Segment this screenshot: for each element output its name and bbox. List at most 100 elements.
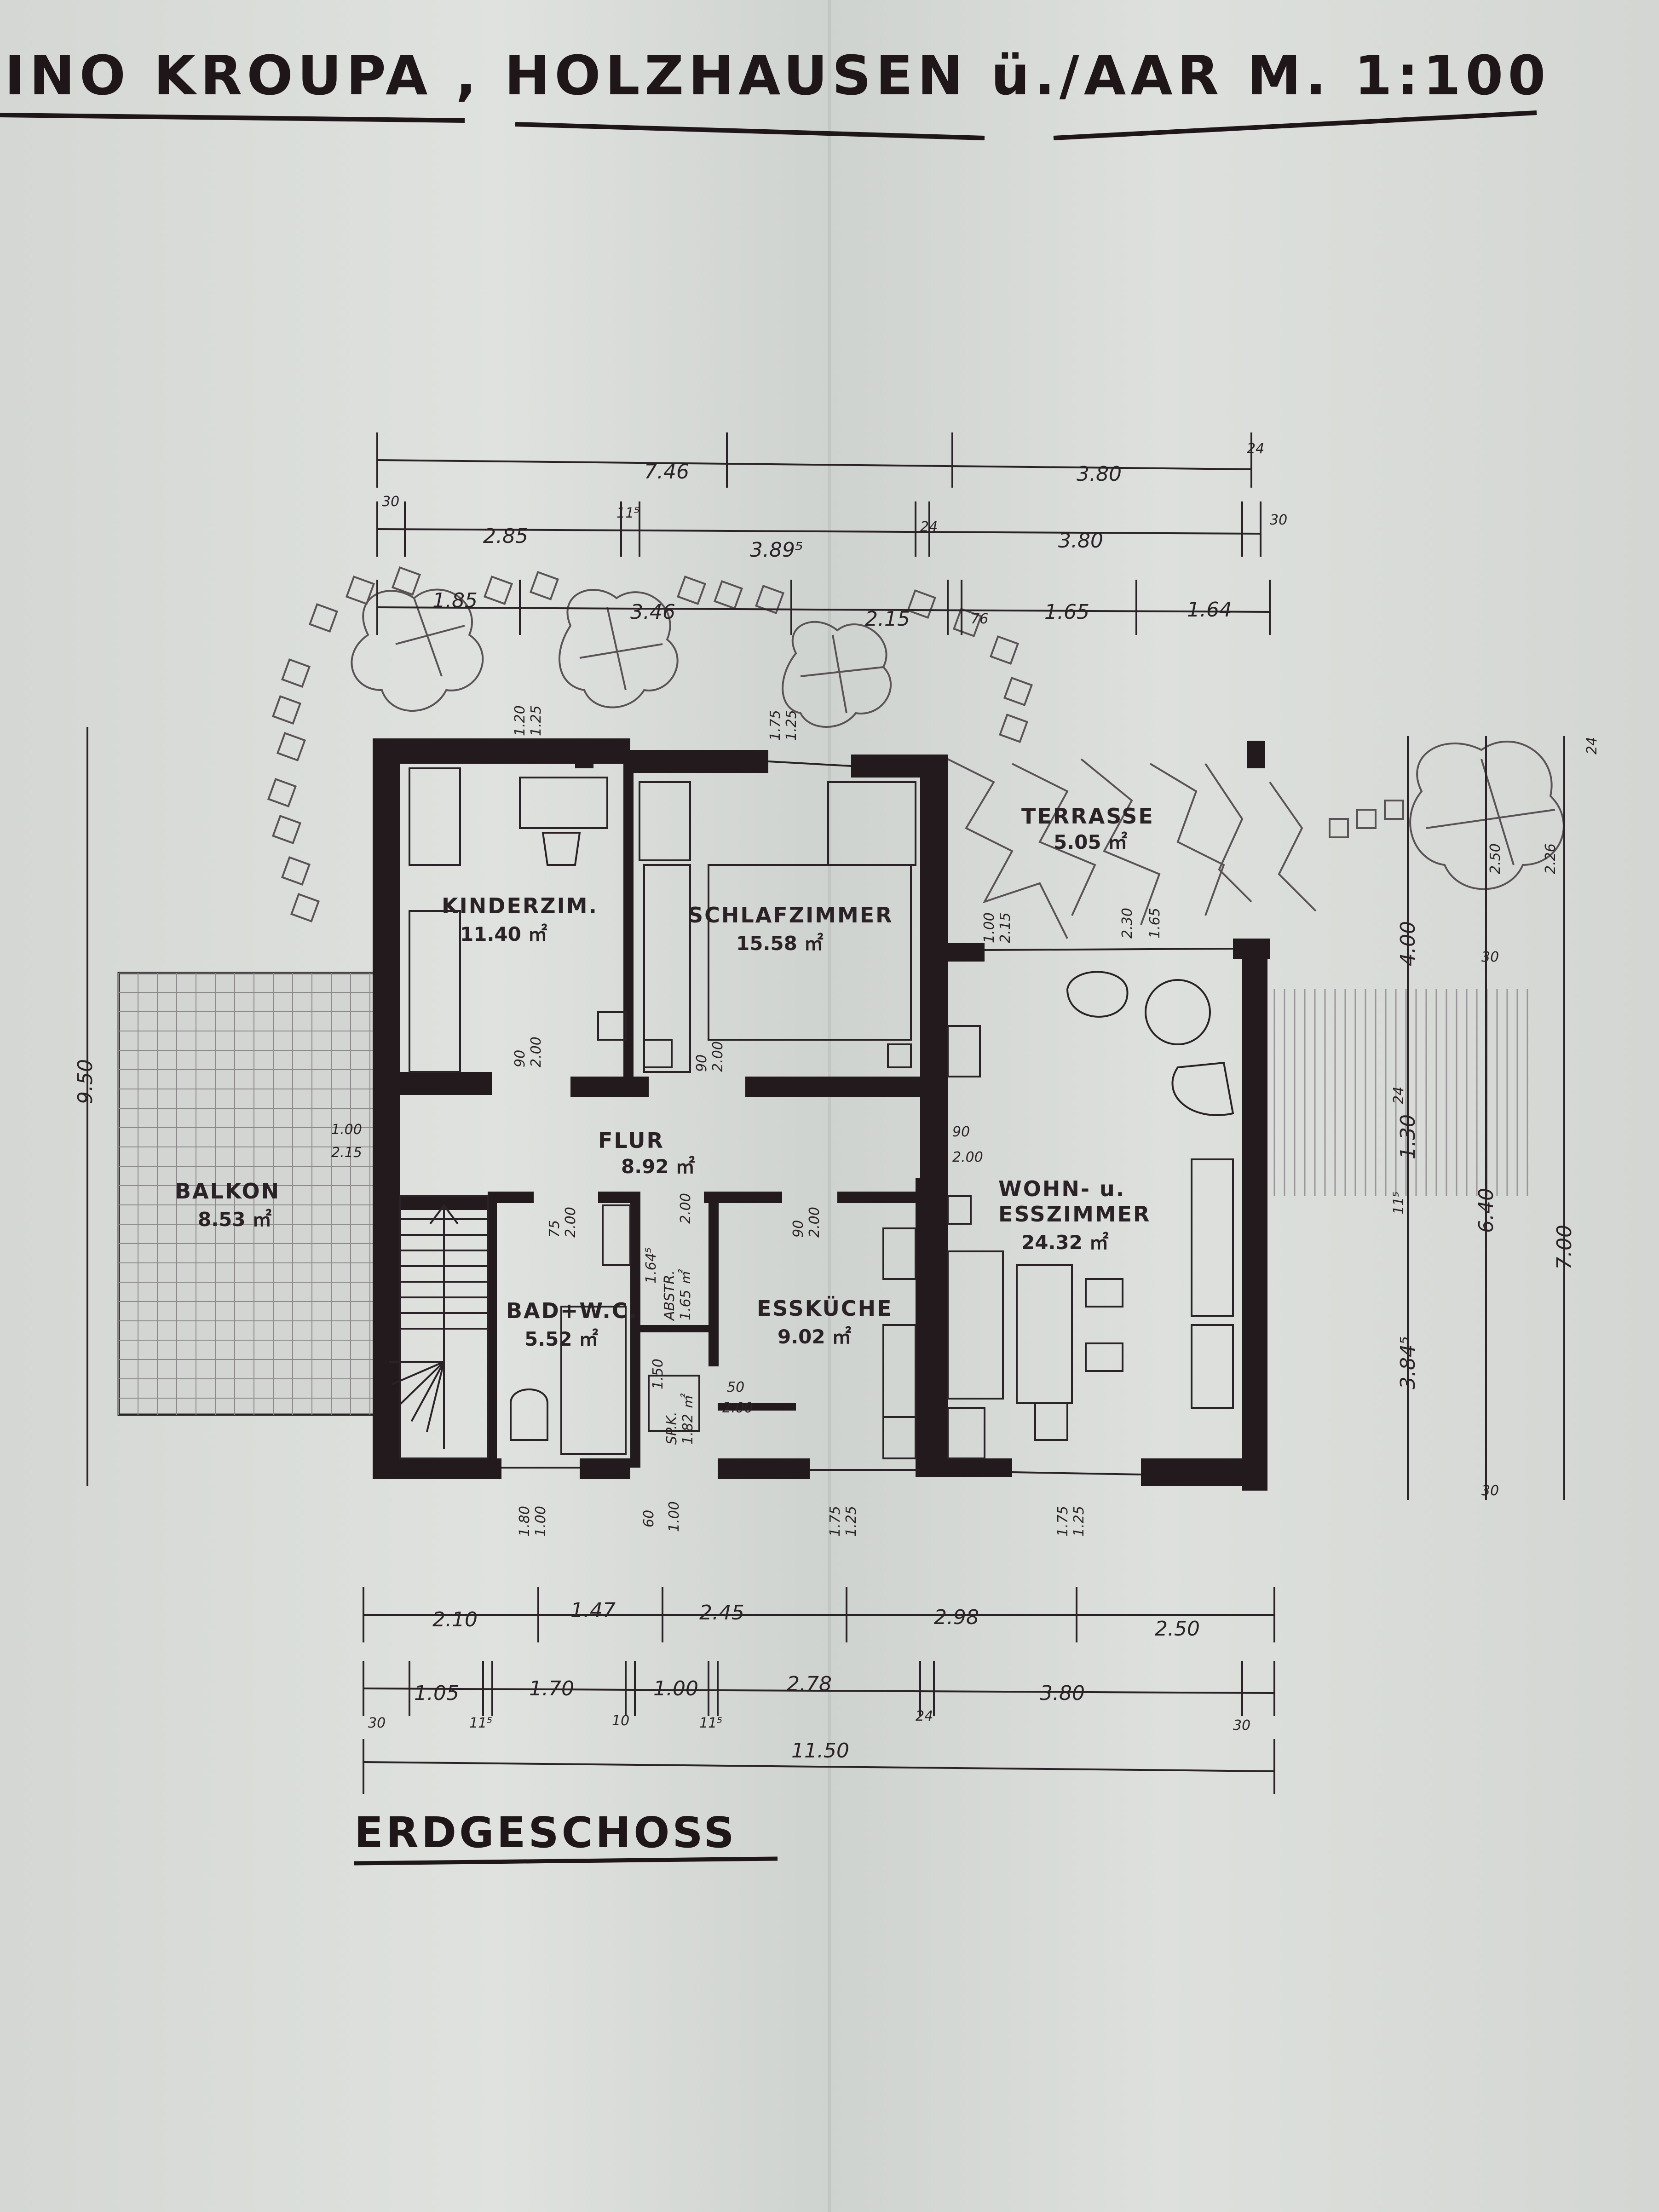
balcony-area xyxy=(117,972,378,1416)
dim-door-22: 2.50 xyxy=(1487,843,1503,874)
dim-door-21: 1.65 xyxy=(1147,908,1163,939)
dim-bot2-i: 24 xyxy=(916,1708,933,1724)
stepping-stone xyxy=(345,575,375,605)
room-name-flur: FLUR xyxy=(598,1128,664,1153)
dim-door-8: 2.00 xyxy=(952,1149,983,1165)
stepping-stone xyxy=(483,575,513,605)
title-underline xyxy=(1053,110,1537,140)
dim-win-bot-d: 1.00 xyxy=(666,1501,682,1532)
room-name-balkon: BALKON xyxy=(175,1179,280,1204)
dim-door-14: 2.00 xyxy=(678,1193,694,1224)
dim-door-12: 2.00 xyxy=(806,1207,823,1238)
room-area-flur: 8.92 ㎡ xyxy=(621,1155,695,1178)
dim-bot1-e: 2.50 xyxy=(1155,1617,1200,1641)
dim-top3-b: 3.46 xyxy=(630,600,675,624)
dim-bot1-d: 2.98 xyxy=(934,1606,979,1629)
room-area-kinderzim: 11.40 ㎡ xyxy=(460,923,547,945)
stepping-stone xyxy=(290,893,320,923)
dim-door-5: 1.00 xyxy=(331,1122,362,1138)
room-name-abstr: ABSTR. xyxy=(662,1270,678,1321)
dim-door-23: 2.26 xyxy=(1543,843,1559,874)
stepping-stone xyxy=(713,580,743,610)
room-area-abstr: 1.65 ㎡ xyxy=(678,1269,694,1320)
stepping-stone xyxy=(906,589,937,619)
room-name-esszimmer: ESSZIMMER xyxy=(998,1202,1151,1227)
dim-bot2-g: 11⁵ xyxy=(699,1715,722,1731)
dim-bot1-a: 2.10 xyxy=(432,1608,478,1631)
dim-door-9: 75 xyxy=(547,1220,563,1238)
dim-door-13: 1.64⁵ xyxy=(643,1247,659,1284)
stepping-stone xyxy=(281,658,311,688)
dim-door-7: 90 xyxy=(952,1124,970,1140)
stepping-stone xyxy=(1003,676,1033,707)
stair-outline xyxy=(399,1195,489,1459)
dim-left-total: 9.50 xyxy=(74,1059,97,1104)
stepping-stone xyxy=(676,575,707,605)
dim-win-top-b: 1.25 xyxy=(528,705,544,736)
dim-door-2: 2.00 xyxy=(528,1037,544,1067)
dim-top2-30: 30 xyxy=(382,494,399,510)
dim-win-bot-h: 1.25 xyxy=(1071,1506,1087,1537)
title-text: INO KROUPA , HOLZHAUSEN ü./AAR M. 1:100 xyxy=(5,44,1550,107)
dim-door-15: 1.50 xyxy=(650,1359,666,1389)
walls xyxy=(373,738,1270,1491)
dim-bot1-b: 1.47 xyxy=(570,1599,616,1622)
dim-bot1-c: 2.45 xyxy=(699,1601,744,1624)
room-name-bad: BAD+W.C. xyxy=(506,1298,638,1323)
dim-bot2-j: 3.80 xyxy=(1040,1682,1085,1705)
window-lines xyxy=(501,760,1233,1475)
stepping-stone xyxy=(271,695,302,725)
dim-top2-f: 30 xyxy=(1270,512,1287,528)
dim-top-24: 24 xyxy=(1247,441,1264,457)
dim-door-19: 2.15 xyxy=(997,912,1014,943)
stepping-stone xyxy=(529,570,559,601)
dim-right-f: 11⁵ xyxy=(1391,1192,1407,1215)
dim-bot2-d: 1.70 xyxy=(529,1677,574,1700)
dim-win-bot-e: 1.75 xyxy=(827,1506,843,1537)
stepping-stone xyxy=(952,607,983,638)
stepping-stone xyxy=(989,635,1020,665)
dim-door-11: 90 xyxy=(790,1220,806,1238)
dim-right-g: 6.40 xyxy=(1475,1188,1498,1233)
stepping-stone xyxy=(267,778,297,808)
dim-top3-e: 1.65 xyxy=(1044,600,1089,624)
room-name-terrasse: TERRASSE xyxy=(1021,804,1154,829)
dim-top-total-left: 7.46 xyxy=(644,460,689,484)
room-area-bad: 5.52 ㎡ xyxy=(524,1328,598,1350)
dim-door-17: 2.00 xyxy=(722,1400,753,1416)
dim-top2-b: 11⁵ xyxy=(616,505,639,521)
stepping-stone xyxy=(276,732,306,762)
floor-label-underline xyxy=(354,1856,778,1866)
dim-top2-a: 2.85 xyxy=(483,524,528,548)
dim-top2-d: 24 xyxy=(920,519,938,535)
stepping-stone xyxy=(391,566,421,596)
dimension-texts: 7.46 3.80 24 30 2.85 11⁵ 3.89⁵ 24 3.80 3… xyxy=(74,441,1600,1763)
room-area-schlafzimmer: 15.58 ㎡ xyxy=(736,932,823,955)
dim-bot2-c: 11⁵ xyxy=(469,1715,492,1731)
dim-door-16: 50 xyxy=(727,1379,744,1395)
room-labels: KINDERZIM. 11.40 ㎡ SCHLAFZIMMER 15.58 ㎡ … xyxy=(175,804,1154,1445)
dim-top3-d: 76 xyxy=(971,611,988,627)
stepping-stone xyxy=(998,713,1029,743)
garden-path xyxy=(267,566,1033,923)
dim-bot2-e: 10 xyxy=(612,1713,629,1729)
room-area-spk: 1.82 ㎡ xyxy=(680,1393,696,1445)
stepping-stone xyxy=(308,603,339,633)
dim-bottom-total: 11.50 xyxy=(791,1739,849,1763)
dim-bot2-b: 1.05 xyxy=(414,1682,459,1705)
dim-door-4: 2.00 xyxy=(710,1041,726,1072)
dim-bot2-a: 30 xyxy=(368,1715,386,1731)
room-area-wohn: 24.32 ㎡ xyxy=(1021,1231,1108,1254)
dim-top-right: 3.80 xyxy=(1077,462,1122,486)
dim-bot2-f: 1.00 xyxy=(653,1677,698,1700)
stair-winder xyxy=(391,1361,444,1386)
stair-arrow xyxy=(429,1204,459,1449)
room-area-terrasse: 5.05 ㎡ xyxy=(1054,831,1127,853)
dim-right-total: 7.00 xyxy=(1553,1225,1576,1270)
dim-right-d: 24 xyxy=(1391,1087,1407,1104)
staircase xyxy=(389,1195,489,1459)
dim-door-10: 2.00 xyxy=(563,1207,579,1238)
stair-winder xyxy=(426,1361,445,1432)
